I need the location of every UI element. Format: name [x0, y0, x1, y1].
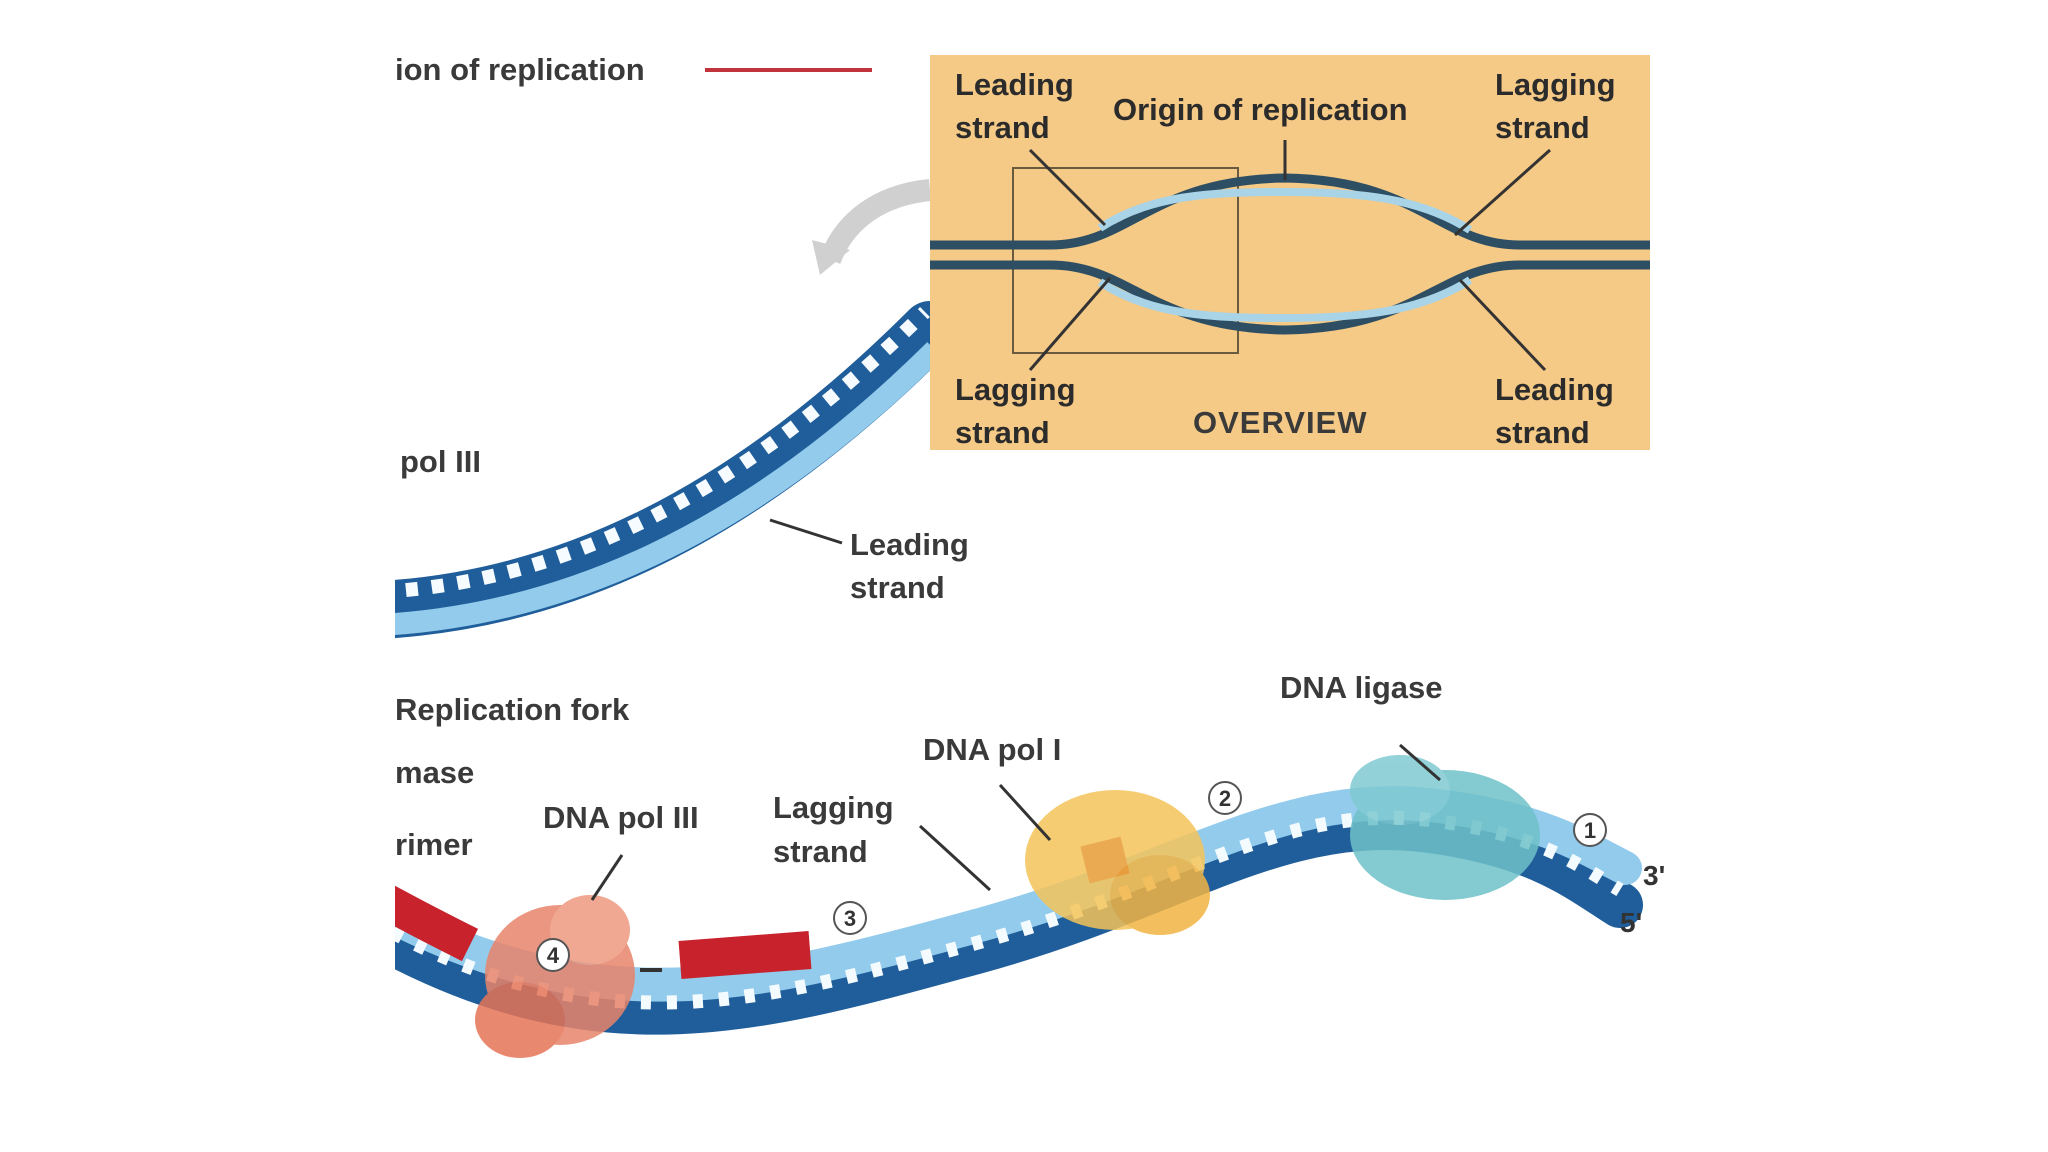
overview-leading-br-line2: strand [1495, 415, 1590, 450]
dna-ligase-pointer [1399, 743, 1441, 782]
primer-left [395, 885, 479, 962]
lagging-strand-label-line1: Lagging [773, 790, 894, 825]
overview-leading-tl-line2: strand [955, 110, 1050, 145]
overview-title: OVERVIEW [1193, 405, 1368, 440]
step-marker-2: 2 [1208, 781, 1242, 815]
svg-text:4: 4 [547, 943, 560, 968]
dna-ligase-enzyme [1350, 755, 1540, 900]
lagging-strand-pointer [918, 824, 992, 892]
overview-lagging-tr-line1: Lagging [1495, 67, 1616, 102]
dna-pol3-label: DNA pol III [543, 800, 699, 835]
leading-strand-upper [395, 301, 959, 639]
dna-pol1-pointer [998, 783, 1052, 842]
leading-strand-pointer [769, 518, 843, 545]
step-marker-1: 1 [1573, 813, 1607, 847]
dna-pol3-enzyme [475, 895, 635, 1058]
overview-origin-label: Origin of replication [1113, 92, 1408, 127]
leading-strand-label-line2: strand [850, 570, 945, 605]
five-prime-end-label: 5' [1620, 907, 1642, 938]
step-marker-4: 4 [536, 938, 570, 972]
pol3-partial-label: pol III [400, 444, 481, 479]
overview-lagging-tr-line2: strand [1495, 110, 1590, 145]
step-marker-3: 3 [833, 901, 867, 935]
overview-lagging-bl-line1: Lagging [955, 372, 1076, 407]
lagging-strand-label-line2: strand [773, 834, 868, 869]
replication-fork-partial-label: Replication fork [395, 692, 630, 727]
svg-text:2: 2 [1219, 786, 1231, 811]
svg-text:3: 3 [844, 906, 856, 931]
overview-inset [930, 55, 1650, 450]
dna-ligase-label: DNA ligase [1280, 670, 1443, 705]
dna-pol1-label: DNA pol I [923, 732, 1061, 767]
dna-pol1-enzyme [1025, 790, 1210, 935]
three-prime-end-label: 3' [1643, 860, 1665, 891]
primer-middle [678, 931, 812, 979]
zoom-arrowhead [812, 240, 850, 275]
overview-lagging-bl-line2: strand [955, 415, 1050, 450]
primer-partial-label: rimer [395, 827, 473, 862]
overview-leading-tl-line1: Leading [955, 67, 1074, 102]
dna-pol3-pointer [590, 854, 624, 901]
svg-text:1: 1 [1584, 818, 1596, 843]
overview-leading-br-line1: Leading [1495, 372, 1614, 407]
primase-partial-label: mase [395, 755, 474, 790]
leading-strand-label-line1: Leading [850, 527, 969, 562]
origin-partial-label: ion of replication [395, 52, 645, 87]
